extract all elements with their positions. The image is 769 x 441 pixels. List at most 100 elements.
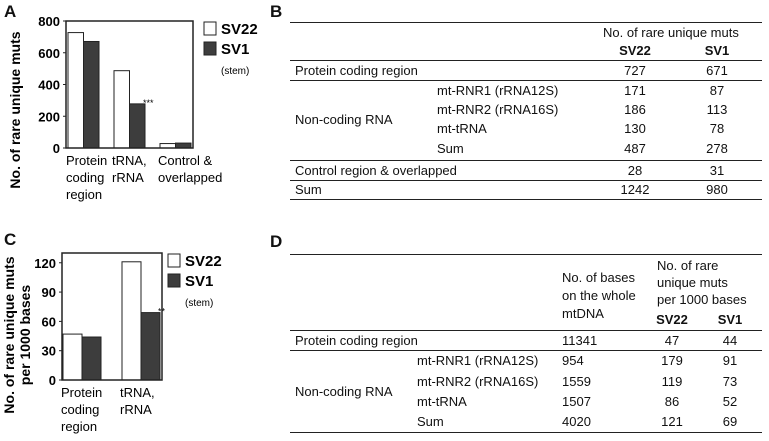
table-rule [290, 80, 762, 81]
cell-sv1: 91 [722, 353, 738, 368]
table-rule [290, 199, 762, 200]
panel-label-b: B [270, 2, 283, 21]
category-label: region [66, 187, 102, 202]
category-label: rRNA [112, 170, 144, 185]
y-tick-label: 90 [42, 285, 56, 300]
row-sublabel: Sum [437, 141, 464, 156]
cell-sv1: 87 [709, 83, 725, 98]
category-label: overlapped [158, 170, 222, 185]
legend-swatch-sv22 [203, 21, 217, 36]
cell-sv22: 179 [661, 353, 683, 368]
cell-sv1: 671 [706, 63, 728, 78]
cell-bases: 4020 [562, 414, 591, 429]
cell-sv22: 86 [664, 394, 680, 409]
cell-sv22: 487 [624, 141, 646, 156]
y-tick-label: 120 [34, 256, 56, 271]
bar-sv1-0 [83, 40, 100, 149]
cell-bases: 954 [562, 353, 584, 368]
category-label: coding [66, 170, 104, 185]
panel-label-c: C [4, 230, 17, 249]
legend-label: SV1 [221, 41, 249, 58]
y-axis-label: per 1000 bases [17, 285, 33, 386]
row-sublabel: mt-RNR1 (rRNA12S) [437, 83, 559, 98]
chart-a: 0200400600800ProteincodingregiontRNA,rRN… [7, 14, 258, 202]
table-header-bases: No. of bases [562, 270, 635, 285]
row-sublabel: Sum [417, 414, 444, 429]
table-rule [290, 254, 762, 255]
y-axis-label: No. of rare unique muts [1, 256, 17, 413]
table-rule [290, 22, 762, 23]
cell-sv1: 278 [706, 141, 728, 156]
table-rule [290, 330, 762, 331]
row-sublabel: mt-tRNA [417, 394, 467, 409]
cell-bases: 1507 [562, 394, 591, 409]
y-tick-label: 800 [38, 14, 60, 29]
legend-note: (stem) [185, 298, 213, 309]
bar-sv1-1 [129, 103, 146, 149]
cell-sv22: 121 [661, 414, 683, 429]
cell-sv22: 119 [661, 374, 683, 389]
bar-sv22-0 [62, 333, 83, 381]
row-label: Protein coding region [295, 63, 418, 78]
cell-sv22: 1242 [620, 182, 650, 197]
bar-sv22-1 [121, 261, 142, 381]
plot-frame [65, 20, 194, 149]
cell-sv1: 69 [722, 414, 738, 429]
category-label: Protein [61, 385, 102, 400]
category-label: rRNA [120, 402, 152, 417]
legend-swatch-sv22 [167, 253, 181, 268]
legend-label: SV22 [221, 21, 258, 38]
significance-mark: *** [143, 98, 154, 108]
cell-sv1: 980 [706, 182, 728, 197]
category-label: tRNA, [112, 153, 147, 168]
cell-sv1: 78 [709, 121, 725, 136]
cell-sv22: 727 [624, 63, 646, 78]
cell-sv22: 28 [627, 163, 643, 178]
cell-sv1: 31 [709, 163, 725, 178]
row-sublabel: mt-tRNA [437, 121, 487, 136]
table-rule [290, 60, 762, 61]
legend-swatch-sv1 [203, 41, 217, 56]
y-axis-label: No. of rare unique muts [7, 31, 23, 188]
y-tick-label: 0 [53, 141, 60, 156]
panel-label-d: D [270, 232, 283, 251]
cell-sv1: 73 [722, 374, 738, 389]
row-group-label: Non-coding RNA [295, 384, 393, 399]
row-sublabel: mt-RNR2 (rRNA16S) [417, 374, 539, 389]
cell-bases: 11341 [562, 333, 598, 348]
panel-label-a: A [4, 2, 17, 21]
row-group-label: Non-coding RNA [295, 112, 393, 127]
category-label: region [61, 419, 97, 434]
category-label: coding [61, 402, 99, 417]
cell-sv22: 186 [624, 102, 646, 117]
table-rule [290, 350, 762, 351]
category-label: Control & [158, 153, 213, 168]
y-tick-label: 200 [38, 109, 60, 124]
table-header-bases: on the whole [562, 288, 636, 303]
y-tick-label: 60 [42, 314, 56, 329]
plot-frame [61, 252, 163, 381]
row-sublabel: mt-RNR2 (rRNA16S) [437, 102, 559, 117]
row-label: Protein coding region [295, 333, 418, 348]
legend-label: SV22 [185, 253, 222, 270]
row-sublabel: mt-RNR1 (rRNA12S) [417, 353, 539, 368]
legend-note: (stem) [221, 66, 249, 77]
cell-sv1: 44 [722, 333, 738, 348]
y-tick-label: 30 [42, 344, 56, 359]
bar-sv22-1 [113, 70, 130, 149]
row-label: Control region & overlapped [295, 163, 457, 178]
table-rule [290, 160, 762, 161]
cell-bases: 1559 [562, 374, 591, 389]
bar-sv1-0 [81, 336, 102, 381]
table-header-muts: No. of rare [657, 258, 719, 273]
cell-sv22: 130 [624, 121, 646, 136]
cell-sv22: 47 [664, 333, 680, 348]
column-header-sv1: SV1 [704, 43, 730, 58]
table-header-muts: per 1000 bases [657, 292, 747, 307]
table-header: No. of rare unique muts [603, 25, 739, 40]
category-label: tRNA, [120, 385, 155, 400]
column-header-sv22: SV22 [656, 312, 688, 327]
cell-sv22: 171 [624, 83, 646, 98]
category-label: Protein [66, 153, 107, 168]
table-header-muts: unique muts [657, 275, 728, 290]
